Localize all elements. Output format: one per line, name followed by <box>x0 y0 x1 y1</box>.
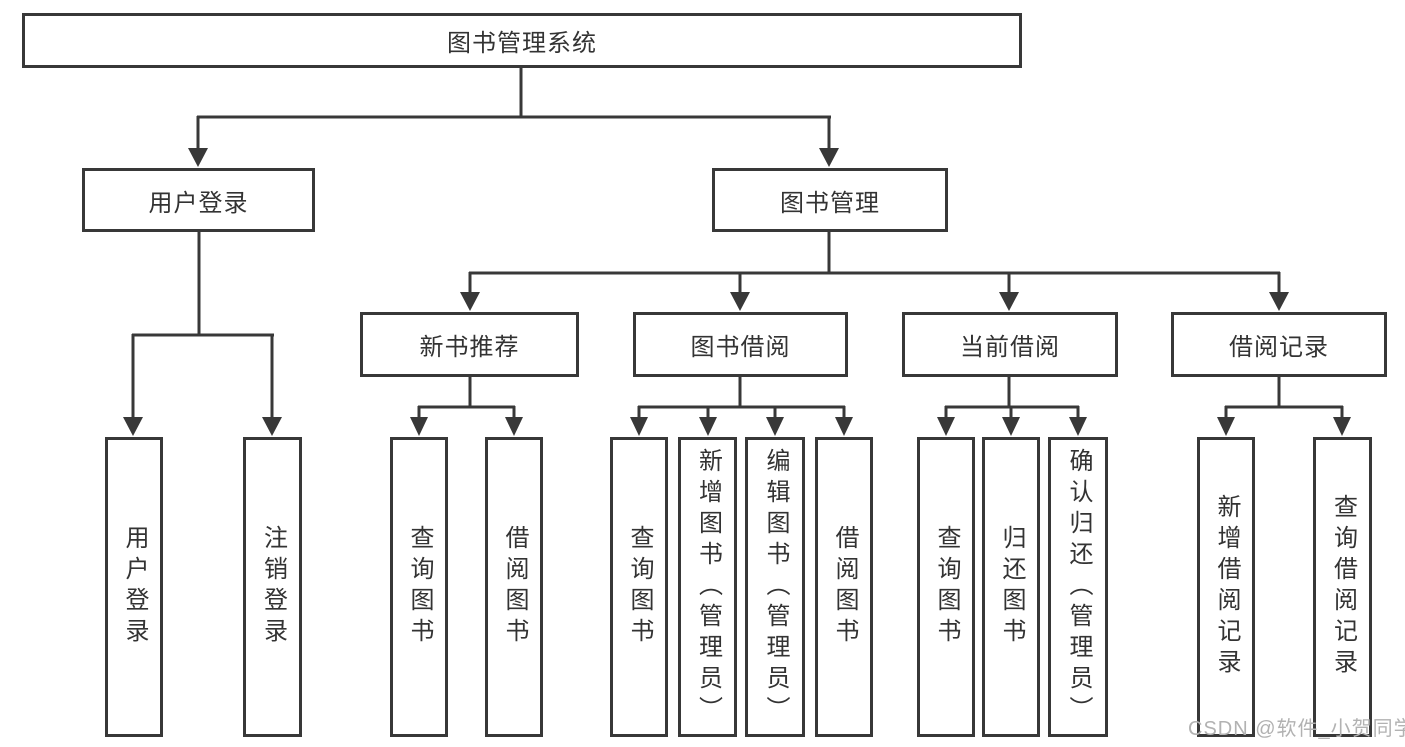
node-label: 新书推荐 <box>419 334 520 361</box>
node-label: 借阅图书 <box>501 525 528 649</box>
node-label: 用户登录 <box>148 189 249 217</box>
node-label: 新增借阅记录 <box>1213 494 1240 680</box>
node-label: 查询借阅记录 <box>1329 494 1357 680</box>
node-book-borrowing: 图书借阅 <box>633 312 848 377</box>
watermark: CSDN @软件_小贺同学 <box>1188 718 1405 740</box>
node-label: 图书管理系统 <box>447 30 597 57</box>
leaf-query-books-recommend: 查询图书 <box>390 437 448 737</box>
leaf-borrow-books: 借阅图书 <box>815 437 873 737</box>
node-label: 注销登录 <box>259 525 287 649</box>
leaf-borrow-books-recommend: 借阅图书 <box>485 437 543 737</box>
node-label: 编辑图书（管理员） <box>762 447 789 727</box>
leaf-user-login: 用户登录 <box>105 437 163 737</box>
leaf-query-books: 查询图书 <box>610 437 668 737</box>
node-label: 借阅图书 <box>831 525 858 649</box>
node-current-borrowing: 当前借阅 <box>902 312 1118 377</box>
node-label: 归还图书 <box>998 525 1025 649</box>
leaf-logout: 注销登录 <box>243 437 302 737</box>
leaf-query-borrow-record: 查询借阅记录 <box>1313 437 1372 737</box>
node-user-login-module: 用户登录 <box>82 168 315 232</box>
node-label: 当前借阅 <box>960 334 1060 361</box>
leaf-add-books-admin: 新增图书（管理员） <box>678 437 737 737</box>
node-borrowing-records: 借阅记录 <box>1171 312 1387 377</box>
leaf-add-borrow-record: 新增借阅记录 <box>1197 437 1255 737</box>
node-label: 用户登录 <box>121 525 148 649</box>
leaf-query-books-current: 查询图书 <box>917 437 975 737</box>
node-label: 借阅记录 <box>1229 334 1329 361</box>
node-root-system: 图书管理系统 <box>22 13 1022 68</box>
node-label: 查询图书 <box>626 525 653 649</box>
node-label: 确认归还（管理员） <box>1065 447 1092 727</box>
node-book-management-module: 图书管理 <box>712 168 948 232</box>
node-label: 新增图书（管理员） <box>694 447 722 727</box>
node-label: 图书管理 <box>780 189 880 217</box>
node-label: 查询图书 <box>933 525 960 649</box>
node-new-book-recommendation: 新书推荐 <box>360 312 579 377</box>
leaf-return-books: 归还图书 <box>982 437 1040 737</box>
node-label: 图书借阅 <box>690 334 791 361</box>
leaf-confirm-return-admin: 确认归还（管理员） <box>1048 437 1108 737</box>
node-label: 查询图书 <box>406 525 433 649</box>
leaf-edit-books-admin: 编辑图书（管理员） <box>745 437 805 737</box>
